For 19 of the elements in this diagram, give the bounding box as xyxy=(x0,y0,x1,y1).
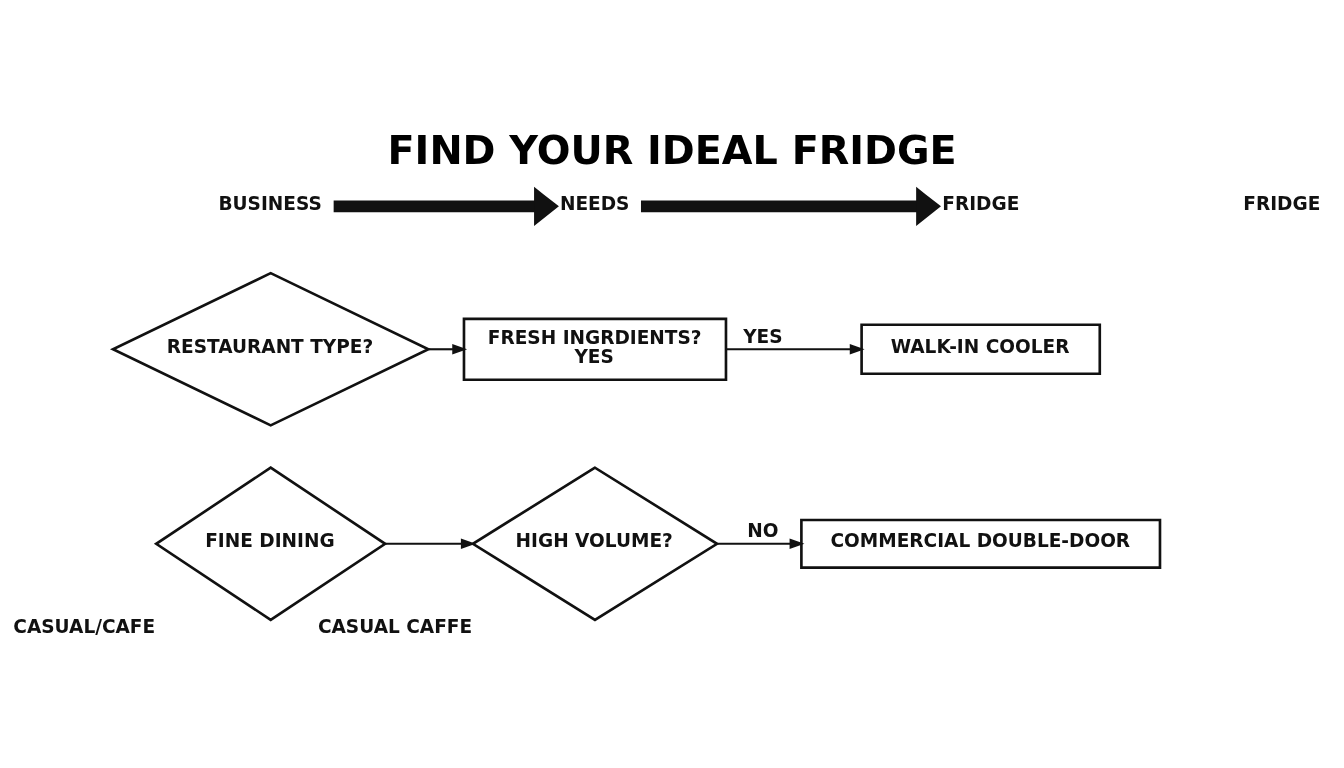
node-text: BUSINESS xyxy=(218,192,322,214)
arrow xyxy=(641,186,941,226)
node-box: FRESH INGRDIENTS? YES xyxy=(462,317,728,382)
node-box: WALK-IN COOLER xyxy=(860,323,1102,376)
node-text: NEEDS xyxy=(559,192,630,214)
arrow xyxy=(428,344,468,355)
edge-label: YES xyxy=(743,325,783,347)
arrow xyxy=(333,186,559,226)
node-box: COMMERCIAL DOUBLE-DOOR xyxy=(800,518,1162,569)
node-label: CASUAL/CAFE xyxy=(13,616,156,638)
node-text: FRIDGE xyxy=(942,192,1020,214)
arrow xyxy=(726,344,865,355)
arrow xyxy=(717,538,805,549)
edge-label: NO xyxy=(747,520,779,542)
arrow xyxy=(385,538,476,549)
node-diamond: RESTAURANT TYPE? xyxy=(109,271,432,427)
node-text: FRIDGE xyxy=(1243,192,1321,214)
node-diamond: HIGH VOLUME? xyxy=(470,466,720,622)
diagram-title: FIND YOUR IDEAL FRIDGE xyxy=(387,127,957,174)
